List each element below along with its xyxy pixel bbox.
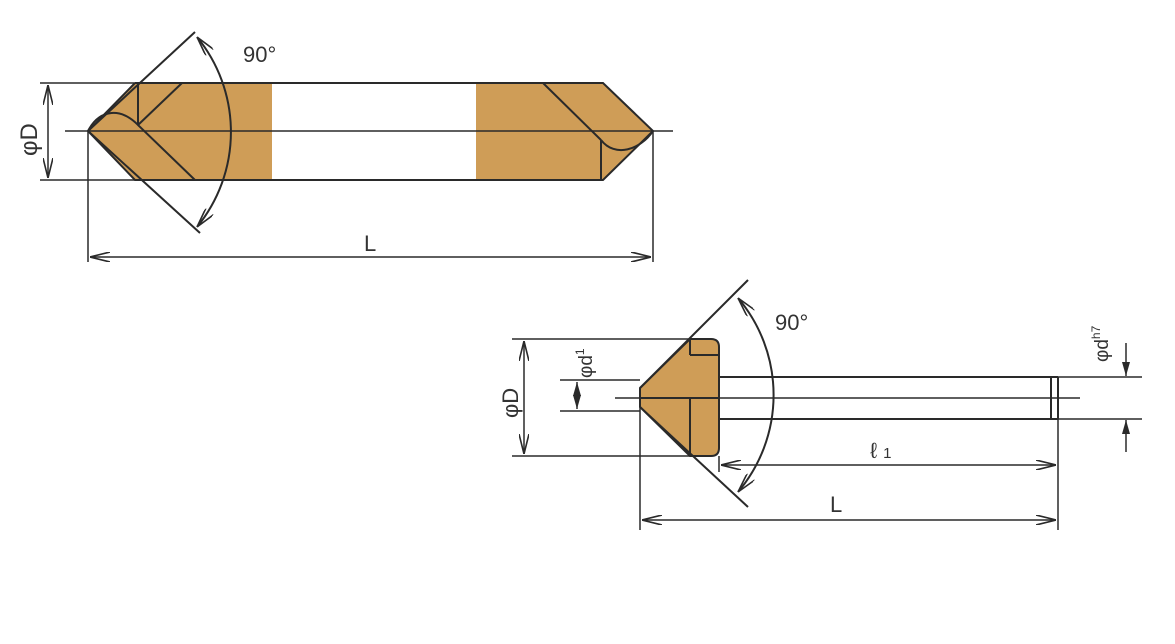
bottom-shank-length-sub: 1 (883, 445, 891, 462)
top-angle-label: 90° (243, 42, 276, 67)
bottom-angle-arc (737, 298, 775, 492)
bottom-diameter-label: φD (498, 388, 523, 418)
top-right-flute-line (600, 130, 654, 151)
bottom-head-outline (639, 338, 720, 457)
top-countersink-drawing: 90° φD L (16, 31, 673, 262)
top-length-label: L (364, 231, 376, 256)
bottom-inner-diameter-sup: 1 (573, 348, 587, 355)
top-angle-extension-upper (87, 31, 196, 132)
bottom-inner-diameter-main: φd (576, 355, 597, 378)
bottom-angle-extension-upper (639, 279, 749, 389)
bottom-shank-diameter-label: φdh7 (1089, 325, 1113, 362)
bottom-angle-label: 90° (775, 310, 808, 335)
top-diameter-label: φD (16, 123, 43, 156)
top-left-helix-line (137, 82, 183, 126)
bottom-shank-diameter-sup: h7 (1089, 325, 1103, 339)
bottom-shank-diameter-main: φd (1092, 339, 1113, 362)
bottom-shank-length-main: ℓ (870, 438, 878, 463)
bottom-length-label: L (830, 492, 842, 517)
top-angle-extension-lower (87, 130, 201, 234)
bottom-angle-extension-lower (639, 406, 749, 508)
bottom-inner-diameter-label: φd1 (573, 348, 597, 378)
top-angle-arc (196, 37, 232, 227)
